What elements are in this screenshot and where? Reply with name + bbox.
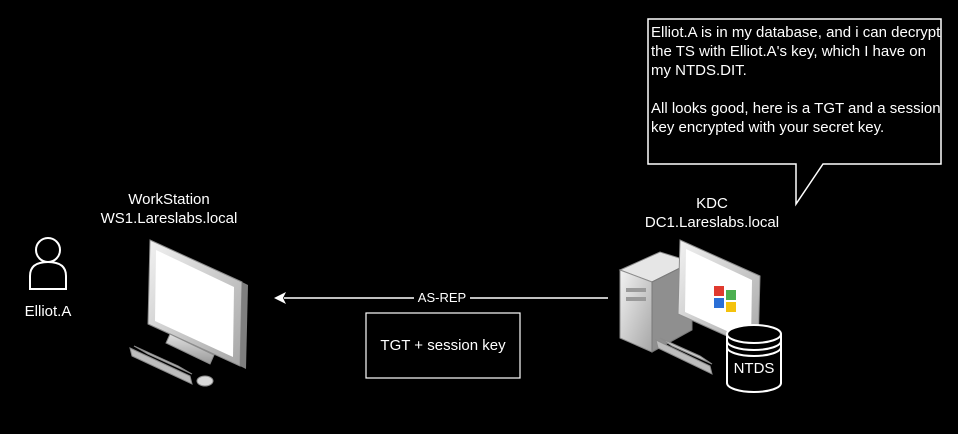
as-rep-label: AS-REP	[414, 290, 470, 306]
callout-paragraph-2: All looks good, here is a TGT and a sess…	[651, 100, 941, 136]
callout-paragraph-1: Elliot.A is in my database, and i can de…	[651, 24, 941, 79]
callout-bubble	[647, 18, 942, 207]
kdc-role-label: KDC	[696, 195, 728, 212]
message-box	[365, 312, 521, 379]
kdc-server-icon	[618, 239, 761, 375]
workstation-hostname-label: WS1.Lareslabs.local	[100, 210, 238, 227]
kdc-hostname-label: DC1.Lareslabs.local	[644, 214, 780, 231]
workstation-computer-icon	[129, 239, 248, 387]
callout-text: Elliot.A is in my database, and i can de…	[651, 23, 941, 137]
user-label: Elliot.A	[24, 303, 72, 320]
ntds-database-icon	[726, 324, 782, 393]
ntds-label: NTDS	[733, 360, 775, 377]
message-box-label: TGT + session key	[380, 337, 506, 354]
workstation-role-label: WorkStation	[128, 191, 210, 208]
user-actor-icon	[29, 237, 67, 290]
